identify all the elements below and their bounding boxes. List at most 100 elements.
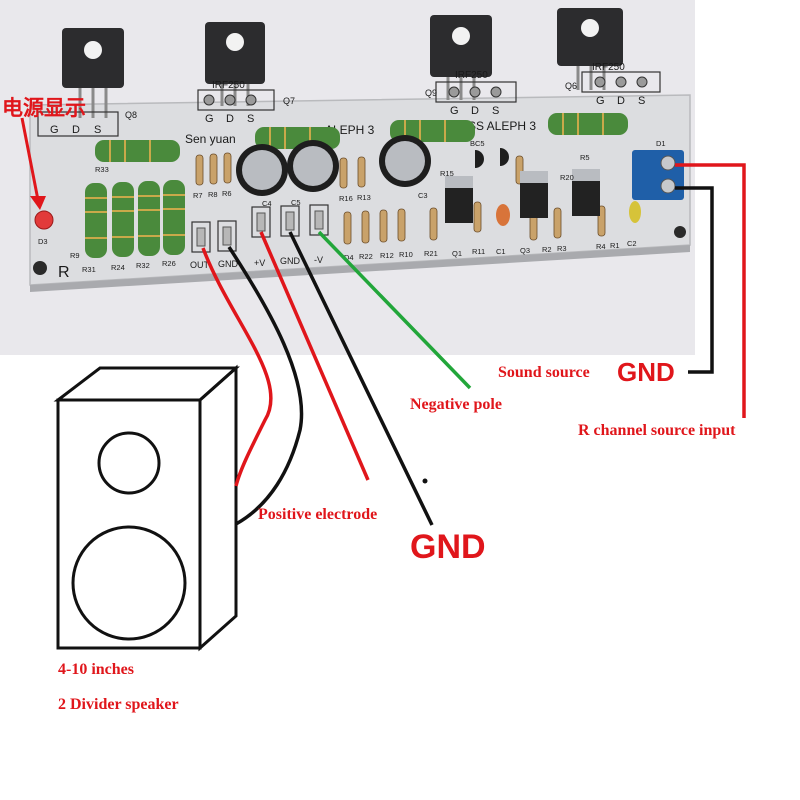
svg-text:S: S [247, 113, 254, 125]
sound-source-gnd-label: GND [617, 357, 675, 387]
mosfet-holes [84, 19, 599, 59]
svg-text:R5: R5 [580, 153, 590, 162]
svg-text:Q1: Q1 [452, 249, 462, 258]
wire-out-red [201, 247, 273, 487]
svg-text:R21: R21 [424, 249, 438, 258]
svg-text:R24: R24 [111, 263, 125, 272]
svg-text:R16: R16 [339, 194, 353, 203]
svg-text:R6: R6 [222, 189, 232, 198]
electrolytic-capacitors [236, 135, 431, 196]
speaker-type-label: 2 Divider speaker [58, 696, 179, 713]
yellow-capacitor [629, 201, 641, 223]
led-arrowhead [30, 196, 46, 210]
svg-text:C2: C2 [627, 239, 637, 248]
terminal-labels: OUT GND +V GND -V [190, 255, 323, 270]
wire-negative-green [317, 230, 472, 390]
svg-text:R31: R31 [82, 265, 96, 274]
svg-text:R22: R22 [359, 252, 373, 261]
svg-text:-V: -V [314, 255, 323, 265]
gds-labels-q9: G D S [450, 105, 499, 117]
negative-pole-label: Negative pole [410, 396, 502, 413]
svg-text:G: G [205, 113, 214, 125]
svg-text:R3: R3 [557, 244, 567, 253]
svg-text:G: G [450, 105, 459, 117]
mount-hole [674, 226, 686, 238]
svg-text:R13: R13 [357, 193, 371, 202]
speaker-cabinet [53, 364, 240, 652]
to220-transistors [445, 169, 600, 223]
svg-text:D1: D1 [656, 139, 666, 148]
svg-text:R12: R12 [380, 251, 394, 260]
svg-text:D3: D3 [38, 237, 48, 246]
svg-text:D: D [471, 105, 479, 117]
led-arrow [20, 117, 40, 201]
svg-text:R2: R2 [542, 245, 552, 254]
speaker-size-label: 4-10 inches [58, 661, 134, 678]
svg-text:GND: GND [280, 256, 301, 266]
power-led [34, 210, 54, 230]
svg-text:C4: C4 [262, 199, 272, 208]
gds-labels-q6: G D S [596, 95, 645, 107]
silk-aleph-right: SS ALEPH 3 [468, 119, 536, 133]
svg-text:Q3: Q3 [520, 246, 530, 255]
svg-text:D4: D4 [344, 253, 354, 262]
gds-labels-q8: G D S [50, 124, 101, 136]
small-resistors [195, 152, 606, 245]
resistor-bands-h [109, 113, 604, 162]
svg-text:G: G [596, 95, 605, 107]
q8-label: Q8 [125, 110, 137, 120]
svg-text:R8: R8 [208, 190, 218, 199]
mosfet-label-q6-part: IRF250 [592, 62, 625, 73]
wire-positive-red [259, 231, 370, 481]
svg-text:C1: C1 [496, 247, 506, 256]
svg-text:D: D [617, 95, 625, 107]
input-terminal-block [632, 150, 684, 200]
svg-text:R1: R1 [610, 241, 620, 250]
input-screw-1 [660, 155, 676, 171]
svg-text:G: G [50, 124, 59, 136]
svg-text:S: S [638, 95, 645, 107]
resistor-bands-v [85, 194, 185, 239]
input-screw-2 [660, 178, 676, 194]
pcb-edge [30, 245, 690, 292]
svg-text:R15: R15 [440, 169, 454, 178]
stray-dot [422, 478, 428, 484]
svg-text:C3: C3 [418, 191, 428, 200]
svg-text:R9: R9 [70, 251, 80, 260]
main-gnd-label: GND [410, 528, 486, 566]
r-channel-input-label: R channel source input [578, 422, 736, 439]
wire-gnd-black-2 [288, 231, 434, 526]
svg-text:+V: +V [254, 258, 265, 268]
sound-source-label: Sound source [498, 364, 590, 381]
silk-sen-yuan: Sen yuan [185, 132, 236, 146]
q6-label: Q6 [565, 81, 577, 91]
svg-text:GND: GND [218, 259, 239, 269]
svg-text:S: S [94, 124, 101, 136]
component-refs: R33 R9 R31 R24 R32 R26 R7 R8 R6 R16 R13 … [38, 139, 666, 274]
wire-input-red [675, 163, 746, 418]
svg-text:D: D [226, 113, 234, 125]
svg-text:R20: R20 [560, 173, 574, 182]
terminal-pins [196, 210, 324, 247]
svg-text:OUT: OUT [190, 260, 210, 270]
wire-gnd-black [227, 246, 304, 526]
svg-text:R32: R32 [136, 261, 150, 270]
svg-text:R7: R7 [193, 191, 203, 200]
svg-text:BC5: BC5 [470, 139, 485, 148]
small-transistors [475, 148, 509, 168]
svg-text:R10: R10 [399, 250, 413, 259]
svg-text:R11: R11 [472, 247, 485, 256]
speaker-woofer [71, 525, 187, 641]
power-resistors-vertical [85, 180, 185, 258]
pad-dots [203, 76, 648, 106]
mosfet-label-q9-part: IRF250 [455, 70, 488, 81]
wire-input-black [675, 186, 714, 374]
svg-text:R4: R4 [596, 242, 606, 251]
q7-label: Q7 [283, 96, 295, 106]
positive-electrode-label: Positive electrode [258, 506, 378, 523]
q9-label: Q9 [425, 88, 437, 98]
svg-text:C5: C5 [291, 198, 301, 207]
svg-text:S: S [492, 105, 499, 117]
svg-text:D: D [72, 124, 80, 136]
